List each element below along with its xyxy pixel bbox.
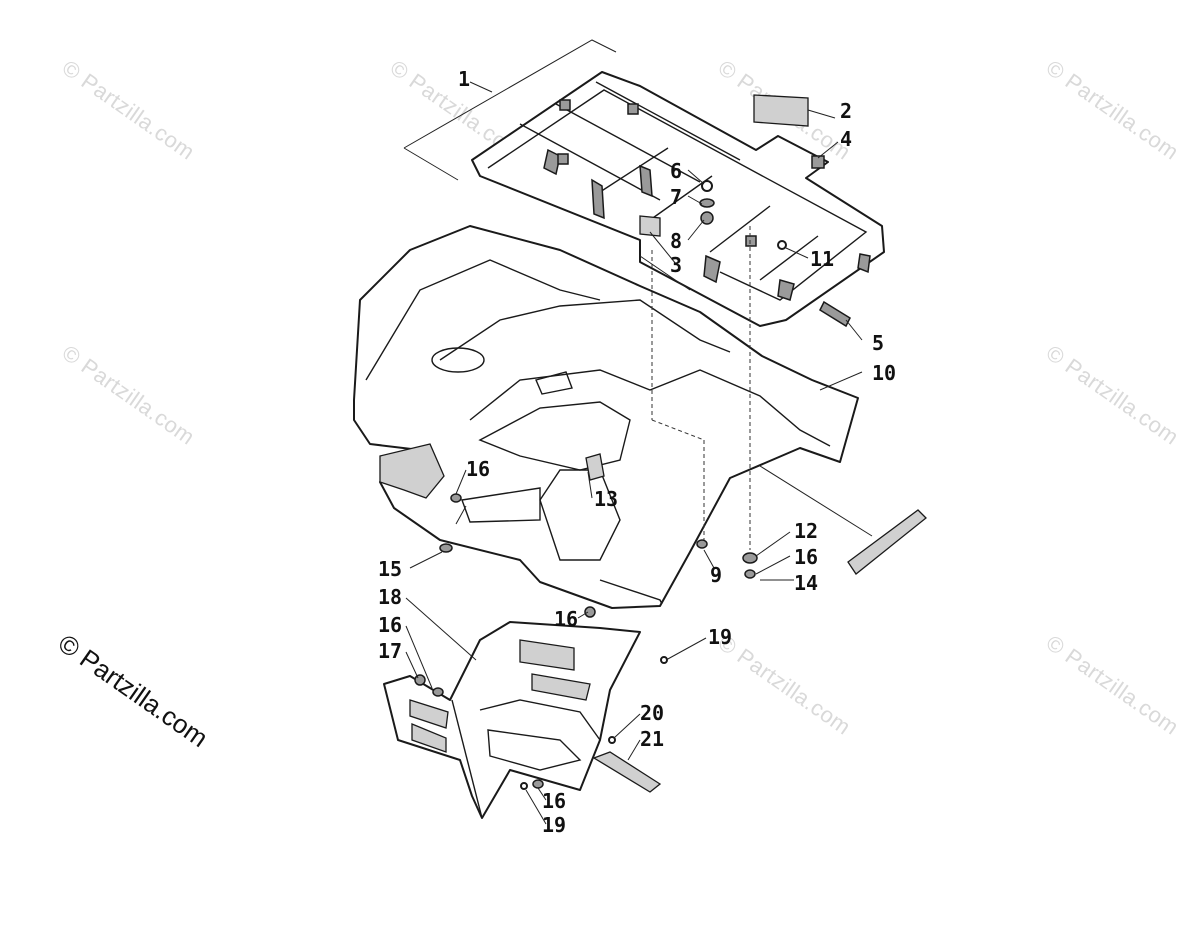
callout-10: 10 bbox=[872, 361, 896, 385]
callout-19b: 19 bbox=[542, 813, 566, 837]
callout-16b: 16 bbox=[794, 545, 818, 569]
callout-2: 2 bbox=[840, 99, 852, 123]
decal-3 bbox=[639, 215, 661, 237]
callout-17: 17 bbox=[378, 639, 402, 663]
callout-18: 18 bbox=[378, 585, 402, 609]
locator-lines bbox=[455, 226, 873, 550]
callout-8: 8 bbox=[670, 229, 682, 253]
callout-13: 13 bbox=[594, 487, 618, 511]
foot-peg bbox=[592, 751, 662, 793]
callout-14: 14 bbox=[794, 571, 818, 595]
callout-20: 20 bbox=[640, 701, 664, 725]
callout-16a: 16 bbox=[466, 457, 490, 481]
callout-5: 5 bbox=[872, 331, 884, 355]
callout-15: 15 bbox=[378, 557, 402, 581]
callout-16e: 16 bbox=[542, 789, 566, 813]
callout-21: 21 bbox=[640, 727, 664, 751]
callout-11: 11 bbox=[810, 247, 834, 271]
footwell bbox=[383, 621, 641, 819]
callout-12: 12 bbox=[794, 519, 818, 543]
callout-labels: 1 2 4 6 7 8 3 11 5 10 16 13 12 16 14 9 1… bbox=[378, 67, 896, 837]
callout-19a: 19 bbox=[708, 625, 732, 649]
callout-7: 7 bbox=[670, 185, 682, 209]
body-fasteners bbox=[439, 493, 758, 618]
callout-1: 1 bbox=[458, 67, 470, 91]
rear-rack bbox=[471, 71, 885, 327]
callout-3: 3 bbox=[670, 253, 682, 277]
callout-16d: 16 bbox=[378, 613, 402, 637]
callout-6: 6 bbox=[670, 159, 682, 183]
decal-2 bbox=[753, 94, 809, 127]
leader-lines bbox=[405, 109, 863, 825]
rear-fender bbox=[353, 225, 859, 609]
callout-16c: 16 bbox=[554, 607, 578, 631]
rack-bracket bbox=[403, 39, 617, 181]
decal-14 bbox=[847, 509, 927, 575]
callout-4: 4 bbox=[840, 127, 852, 151]
callout-9: 9 bbox=[710, 563, 722, 587]
